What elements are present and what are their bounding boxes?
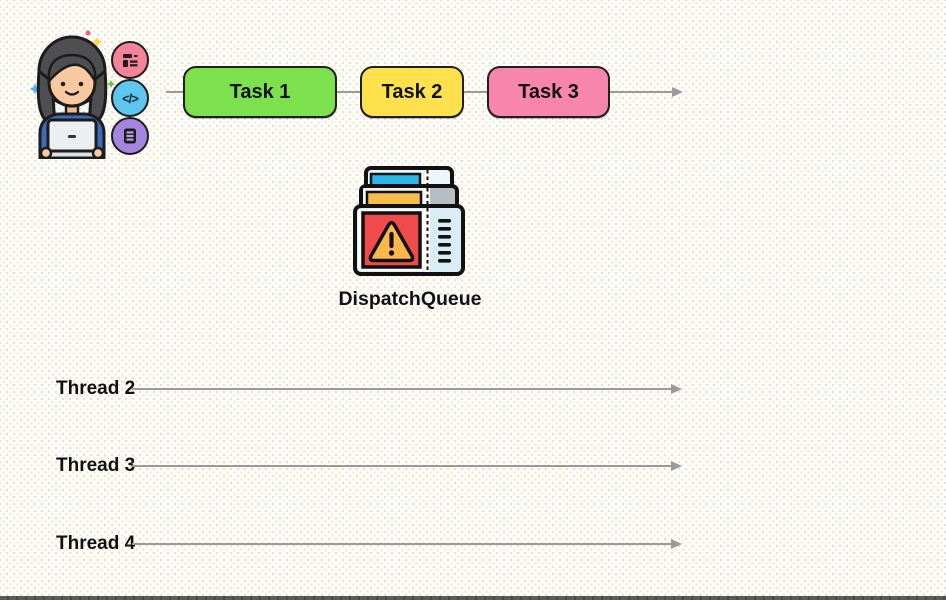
badge-column: </> — [111, 41, 149, 155]
task-timeline-arrowhead-icon — [672, 87, 683, 97]
dispatch-queue-label: DispatchQueue — [338, 288, 482, 310]
thread-2-label: Thread 2 — [56, 378, 136, 399]
thread-3-label: Thread 3 — [56, 455, 136, 476]
task-1-label: Task 1 — [229, 80, 291, 103]
developer-illustration — [30, 30, 115, 159]
thread-3-arrowhead-icon — [671, 461, 682, 471]
thread-2-arrowhead-icon — [671, 384, 682, 394]
code-icon-glyph: </> — [122, 90, 139, 106]
bottom-edge-bar — [0, 596, 946, 600]
thread-4-arrowhead-icon — [671, 539, 682, 549]
task-box-1: Task 1 — [183, 66, 337, 118]
ticket-stub-marks — [438, 219, 451, 263]
thread-3-arrow-line — [132, 465, 672, 467]
task-3-label: Task 3 — [518, 80, 579, 103]
thread-2-arrow-line — [132, 388, 672, 390]
thread-4-label: Thread 4 — [56, 533, 136, 554]
laptop — [39, 118, 105, 159]
code-icon: </> — [111, 79, 149, 117]
front-ticket — [353, 204, 465, 276]
task-2-label: Task 2 — [381, 80, 443, 103]
stack-icon-glyph — [124, 128, 136, 144]
dispatch-queue-icon — [353, 166, 465, 276]
sparkles — [30, 30, 115, 94]
task-box-3: Task 3 — [487, 66, 610, 118]
task-box-2: Task 2 — [360, 66, 464, 118]
form-icon — [111, 41, 149, 79]
stack-icon — [111, 117, 149, 155]
thread-4-arrow-line — [132, 543, 672, 545]
form-icon-glyph — [123, 54, 138, 67]
